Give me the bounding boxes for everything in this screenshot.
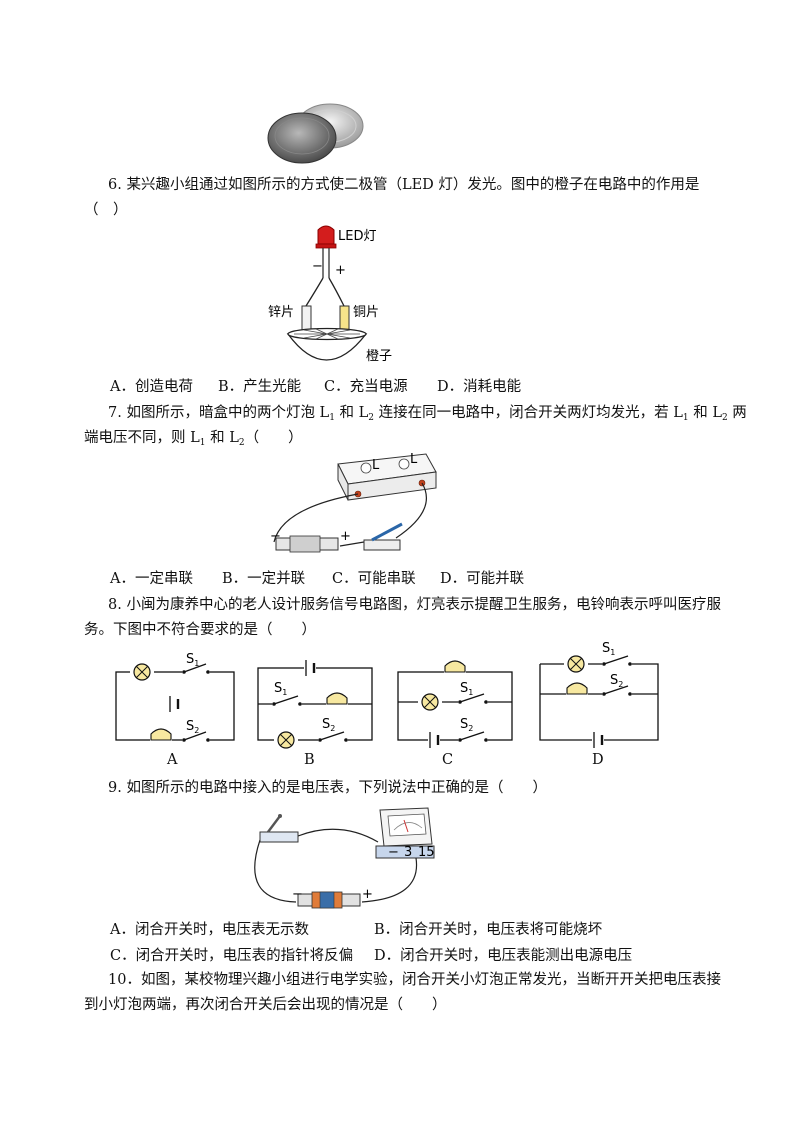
q8-circuit-b: S1 S2 bbox=[257, 658, 373, 749]
switch-s1-label: S1 bbox=[460, 681, 473, 697]
q9-option-b: B．闭合开关时，电压表将可能烧坏 bbox=[374, 922, 603, 938]
q10-stem-line1: 10．如图，某校物理兴趣小组进行电学实验，闭合开关小灯泡正常发光，当断开开关把电… bbox=[108, 972, 721, 988]
q6-orange-led-figure: LED灯 − + 锌片 铜片 橙子 bbox=[268, 225, 392, 364]
switch-s2-label: S2 bbox=[610, 673, 623, 689]
q8-label-a: A bbox=[167, 752, 178, 768]
meter-tick-minus: − bbox=[388, 845, 399, 860]
meter-tick-15: 15 bbox=[418, 845, 435, 860]
battery-minus: − bbox=[292, 887, 303, 902]
q6-stem: 6. 某兴趣小组通过如图所示的方式使二极管（LED 灯）发光。图中的橙子在电路中… bbox=[108, 177, 700, 193]
switch-s2-label: S2 bbox=[460, 717, 473, 733]
switch-s2-label: S2 bbox=[322, 717, 335, 733]
zinc-label: 锌片 bbox=[268, 305, 294, 320]
q7-dark-box-figure: L L − + bbox=[270, 452, 437, 553]
q6-answer-bracket: （ ） bbox=[84, 202, 128, 218]
q8-label-c: C bbox=[442, 752, 454, 768]
q9-option-d: D．闭合开关时，电压表能测出电源电压 bbox=[374, 948, 633, 964]
q9-stem: 9. 如图所示的电路中接入的是电压表，下列说法中正确的是（ ） bbox=[108, 780, 547, 796]
l2-label: L bbox=[410, 452, 418, 467]
q6-option-b: B．产生光能 bbox=[218, 379, 302, 395]
copper-label: 铜片 bbox=[353, 305, 379, 320]
battery-plus: + bbox=[362, 887, 373, 902]
q7-option-c: C．可能串联 bbox=[332, 571, 416, 587]
switch-s1-label: S1 bbox=[602, 641, 615, 657]
led-label: LED灯 bbox=[338, 229, 376, 244]
switch-s1-label: S1 bbox=[274, 681, 287, 697]
q8-circuit-a: S1 S2 bbox=[115, 652, 235, 744]
q7-stem-line2: 端电压不同，则 L1 和 L2（ ） bbox=[84, 430, 303, 448]
q6-option-a: A．创造电荷 bbox=[110, 379, 193, 395]
plus-sign: + bbox=[335, 263, 346, 278]
coin-battery-image bbox=[267, 103, 364, 164]
q8-circuit-c: S1 S2 bbox=[397, 660, 513, 748]
q6-option-c: C．充当电源 bbox=[324, 379, 408, 395]
q8-label-b: B bbox=[304, 752, 315, 768]
battery-minus: − bbox=[270, 529, 281, 544]
q7-option-a: A．一定串联 bbox=[110, 571, 193, 587]
minus-sign: − bbox=[312, 259, 323, 274]
q8-circuit-d: S1 S2 bbox=[539, 641, 659, 748]
q8-stem-line1: 8. 小闽为康养中心的老人设计服务信号电路图，灯亮表示提醒卫生服务，电铃响表示呼… bbox=[108, 597, 721, 613]
orange-label: 橙子 bbox=[366, 349, 392, 364]
q8-stem-line2: 务。下图中不符合要求的是（ ） bbox=[84, 622, 316, 638]
l1-label: L bbox=[372, 458, 380, 473]
switch-s1-label: S1 bbox=[186, 652, 199, 668]
q6-option-d: D．消耗电能 bbox=[437, 379, 522, 395]
q9-voltmeter-circuit-figure: − 3 15 − + bbox=[254, 807, 435, 909]
q8-label-d: D bbox=[592, 752, 604, 768]
q7-option-b: B．一定并联 bbox=[222, 571, 306, 587]
switch-s2-label: S2 bbox=[186, 719, 199, 735]
q7-stem-line1: 7. 如图所示，暗盒中的两个灯泡 L1 和 L2 连接在同一电路中，闭合开关两灯… bbox=[108, 405, 747, 423]
q9-option-c: C．闭合开关时，电压表的指针将反偏 bbox=[110, 948, 354, 964]
q10-stem-line2: 到小灯泡两端，再次闭合开关后会出现的情况是（ ） bbox=[84, 997, 447, 1013]
battery-plus: + bbox=[340, 529, 351, 544]
meter-tick-3: 3 bbox=[404, 845, 412, 860]
q7-option-d: D．可能并联 bbox=[440, 571, 525, 587]
q9-option-a: A．闭合开关时，电压表无示数 bbox=[110, 922, 309, 938]
